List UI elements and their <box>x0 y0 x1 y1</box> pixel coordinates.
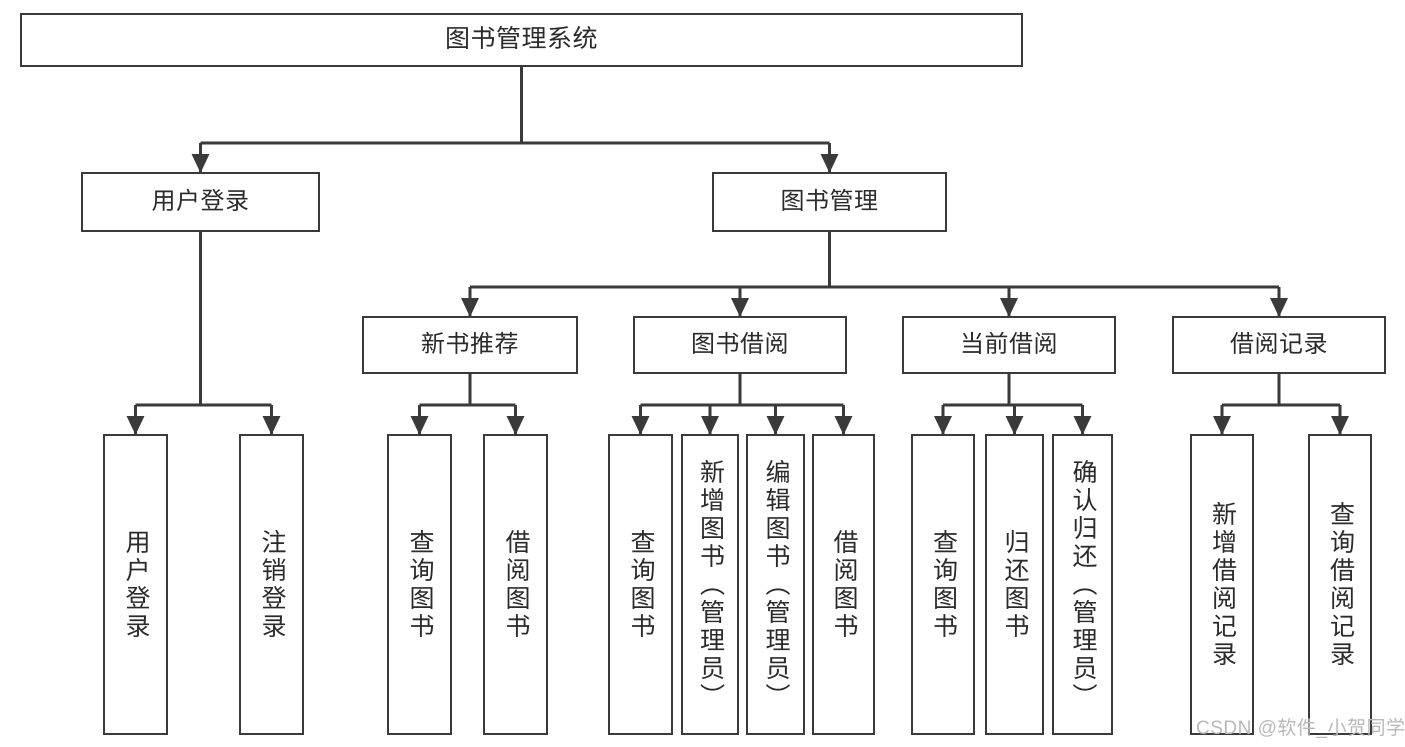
leaf-logout[interactable]: 注销登录 <box>239 434 304 735</box>
csdn-watermark: CSDN @软件_小贺同学 <box>1196 718 1405 739</box>
leaf-borrow-book-1-label: 借阅图书 <box>502 528 530 641</box>
node-book-manage-label: 图书管理 <box>780 187 879 215</box>
leaf-query-book-3-label: 查询图书 <box>929 528 958 641</box>
node-user-login[interactable]: 用户登录 <box>81 172 320 232</box>
node-current-borrow[interactable]: 当前借阅 <box>902 316 1116 374</box>
leaf-edit-book-label: 编辑图书（管理员） <box>762 458 790 711</box>
node-new-book-recommend[interactable]: 新书推荐 <box>362 316 578 374</box>
leaf-add-record[interactable]: 新增借阅记录 <box>1190 434 1254 735</box>
leaf-add-book-label: 新增图书（管理员） <box>696 458 725 711</box>
node-borrow-record-label: 借阅记录 <box>1230 330 1328 358</box>
leaf-logout-label: 注销登录 <box>258 528 286 641</box>
leaf-query-book-1-label: 查询图书 <box>406 528 434 641</box>
leaf-borrow-book-1[interactable]: 借阅图书 <box>483 434 548 735</box>
leaf-return-book-label: 归还图书 <box>1001 528 1029 641</box>
leaf-borrow-book-2[interactable]: 借阅图书 <box>812 434 875 735</box>
leaf-confirm-return[interactable]: 确认归还（管理员） <box>1052 434 1113 735</box>
leaf-query-book-2[interactable]: 查询图书 <box>608 434 673 735</box>
leaf-confirm-return-label: 确认归还（管理员） <box>1069 458 1097 711</box>
leaf-edit-book[interactable]: 编辑图书（管理员） <box>746 434 805 735</box>
node-user-login-label: 用户登录 <box>151 187 250 215</box>
node-borrow-record[interactable]: 借阅记录 <box>1172 316 1386 374</box>
leaf-user-login[interactable]: 用户登录 <box>103 434 168 735</box>
leaf-borrow-book-2-label: 借阅图书 <box>830 528 858 641</box>
leaf-add-record-label: 新增借阅记录 <box>1208 500 1237 669</box>
leaf-return-book[interactable]: 归还图书 <box>985 434 1044 735</box>
leaf-query-book-3[interactable]: 查询图书 <box>911 434 975 735</box>
node-new-book-recommend-label: 新书推荐 <box>421 330 519 358</box>
node-root[interactable]: 图书管理系统 <box>20 13 1023 67</box>
leaf-query-book-2-label: 查询图书 <box>627 528 655 641</box>
leaf-user-login-label: 用户登录 <box>122 528 150 641</box>
node-book-manage[interactable]: 图书管理 <box>712 172 947 232</box>
node-root-label: 图书管理系统 <box>444 25 598 54</box>
node-book-borrow[interactable]: 图书借阅 <box>633 316 847 374</box>
leaf-query-record[interactable]: 查询借阅记录 <box>1308 434 1372 735</box>
node-book-borrow-label: 图书借阅 <box>691 330 789 358</box>
leaf-query-record-label: 查询借阅记录 <box>1326 500 1355 669</box>
node-current-borrow-label: 当前借阅 <box>960 330 1058 358</box>
leaf-query-book-1[interactable]: 查询图书 <box>387 434 452 735</box>
leaf-add-book[interactable]: 新增图书（管理员） <box>681 434 739 735</box>
